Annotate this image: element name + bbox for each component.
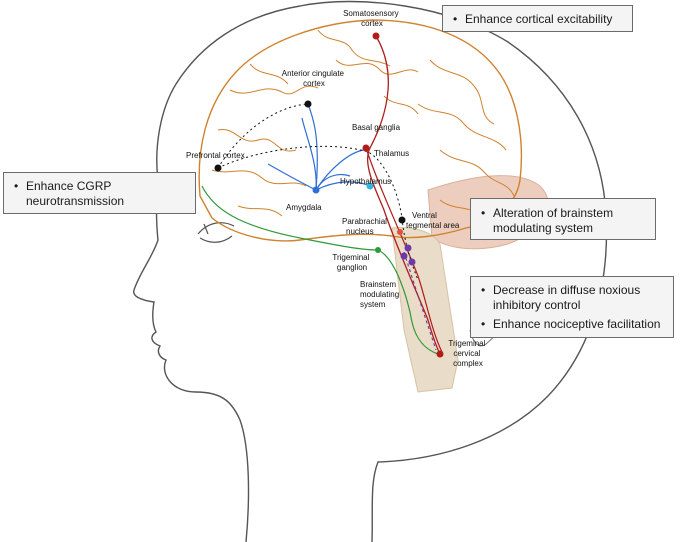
brain-outline [198,19,523,242]
brainstem-node-3 [408,258,416,266]
trigeminal-ganglion-node [375,247,381,253]
thalamus-node [362,144,370,152]
ventral-tegmental-label: Ventral tegmental area [406,211,460,230]
anterior-cingulate-label: Anterior cingulate cortex [282,69,347,88]
brainstem-modulating-label: Brainstem modulating system [360,280,401,309]
amygdala-node [312,186,320,194]
trigeminal-cervical-node [436,350,444,358]
eye-outline [197,222,235,243]
hypothalamus-node [366,182,374,190]
hypothalamus-label: Hypothalamus [340,177,391,186]
callout-brainstem-alteration: Alteration of brainstem modulating syste… [470,198,656,240]
callout-cortical-item-1: Enhance cortical excitability [451,12,624,27]
somatosensory-node [372,32,380,40]
brainstem-node-1 [404,244,412,252]
callout-control-item-1: Decrease in diffuse noxious inhibitory c… [479,283,665,313]
prefrontal-label: Prefrontal cortex [186,151,245,160]
thalamo-cortical-pathway [365,147,443,353]
anterior-cingulate-node [304,100,312,108]
callout-cgrp: Enhance CGRP neurotransmission [3,172,196,214]
callout-cortical-excitability: Enhance cortical excitability [442,5,633,32]
callout-brainstem-item-1: Alteration of brainstem modulating syste… [479,206,647,236]
callout-control-item-2: Enhance nociceptive facilitation [479,317,665,332]
thalamus-label: Thalamus [374,149,409,158]
brainstem-node-2 [400,252,408,260]
parabrachial-node [397,229,403,235]
brainstem-region [391,227,459,393]
callout-cgrp-item-1: Enhance CGRP neurotransmission [12,179,187,209]
head-outline [133,0,608,542]
somatosensory-label: Somatosensory cortex [343,9,401,28]
trigeminal-cervical-label: Trigeminal cervical complex [448,339,487,368]
blue-amygdala-pathways [267,103,371,191]
prefrontal-node [214,164,222,172]
amygdala-label: Amygdala [286,203,322,212]
basal-ganglia-label: Basal ganglia [352,123,401,132]
ventral-tegmental-node [398,216,406,224]
dotted-prefrontal-pathway [217,103,419,281]
trigeminal-ganglion-label: Trigeminal ganglion [332,253,371,272]
purple-descending-pathway [403,251,437,351]
parabrachial-label: Parabrachial nucleus [342,217,389,236]
callout-noxious-control: Decrease in diffuse noxious inhibitory c… [470,276,674,338]
somatosensory-pathway [366,35,441,355]
